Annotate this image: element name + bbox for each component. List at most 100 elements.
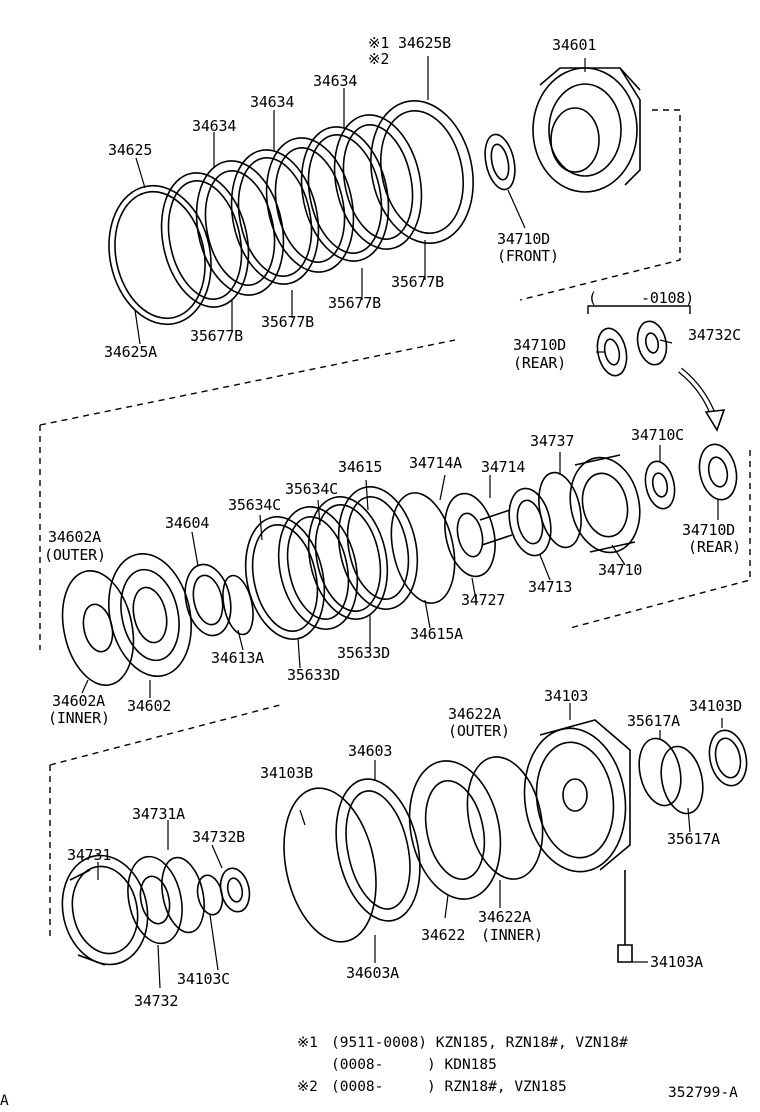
label-34732B: 34732B xyxy=(192,828,245,846)
snap-ring-34615A xyxy=(390,492,456,604)
bearing-34710D-rear-2 xyxy=(698,443,738,501)
bearing-34713 xyxy=(508,487,552,557)
label-34710D-front-sub: (FRONT) xyxy=(497,247,559,265)
label-34732: 34732 xyxy=(134,992,179,1010)
label-34622: 34622 xyxy=(421,926,466,944)
ring-34622A-outer xyxy=(466,756,544,880)
label-34710C: 34710C xyxy=(631,426,684,444)
label-34103A: 34103A xyxy=(650,953,703,971)
footnote-1-line-1: (9511-0008) KZN185, RZN18#, VZN18# xyxy=(331,1035,628,1051)
label-34634-b: 34634 xyxy=(250,93,295,111)
label-34613A: 34613A xyxy=(211,649,264,667)
label-34601: 34601 xyxy=(552,36,597,54)
label-34103C: 34103C xyxy=(177,970,230,988)
disc-3 xyxy=(333,114,423,250)
dashed-boundaries xyxy=(39,109,751,940)
label-35617A-b: 35617A xyxy=(667,830,720,848)
label-34710D-rear-2-sub: (REAR) xyxy=(688,538,741,556)
label-range-0108: ( -0108) xyxy=(588,289,694,307)
bearing-34710D-rear-1 xyxy=(596,327,628,377)
disc-35633D-2 xyxy=(337,486,419,610)
label-34615A: 34615A xyxy=(410,625,463,643)
label-35677B-d: 35677B xyxy=(190,327,243,345)
footnote-1-line-2: (0008- ) KDN185 xyxy=(331,1057,497,1073)
label-34602A-inner-sub: (INNER) xyxy=(48,709,110,727)
label-35677B-a: 35677B xyxy=(391,273,444,291)
label-34602A-outer: 34602A xyxy=(48,528,101,546)
disc-35633D-1 xyxy=(277,506,359,630)
piston-34622 xyxy=(408,760,502,900)
ring-35617A-1 xyxy=(638,737,682,807)
label-34103D: 34103D xyxy=(689,697,742,715)
middle-assembly-group xyxy=(61,443,738,686)
label-34622A-inner-sub: (INNER) xyxy=(481,926,543,944)
label-35633D-b: 35633D xyxy=(287,666,340,684)
label-35633D-a: 35633D xyxy=(337,644,390,662)
label-35634C-a: 35634C xyxy=(285,480,338,498)
footnote-2-mark: ※2 xyxy=(297,1079,318,1095)
diagram-id: 352799-A xyxy=(668,1085,738,1101)
label-35677B-b: 35677B xyxy=(328,294,381,312)
disc-1 xyxy=(195,160,285,296)
rear-bearing-set xyxy=(587,305,726,432)
label-34622A-inner: 34622A xyxy=(478,908,531,926)
label-34602A-outer-sub: (OUTER) xyxy=(44,546,106,564)
label-35634C-b: 35634C xyxy=(228,496,281,514)
label-34727: 34727 xyxy=(461,591,506,609)
plate-2 xyxy=(230,149,320,285)
drum-34731 xyxy=(61,854,149,966)
label-34602: 34602 xyxy=(127,697,172,715)
label-34714: 34714 xyxy=(481,458,526,476)
planetary-34732 xyxy=(127,855,183,945)
top-clutch-pack-group xyxy=(108,67,641,326)
label-34714A: 34714A xyxy=(409,454,462,472)
label-34625: 34625 xyxy=(108,141,153,159)
plate-3 xyxy=(300,126,390,262)
leader-lines xyxy=(81,56,723,989)
flange-34625B xyxy=(370,100,474,244)
label-34622A-outer: 34622A xyxy=(448,705,501,723)
label-35617A-a: 35617A xyxy=(627,712,680,730)
race-34710C xyxy=(644,460,676,510)
label-34710D-rear-1: 34710D xyxy=(513,336,566,354)
label-34634-a: 34634 xyxy=(313,72,358,90)
label-34103: 34103 xyxy=(544,687,589,705)
label-34731A: 34731A xyxy=(132,805,185,823)
bearing-34710D-front xyxy=(484,133,516,191)
label-34737: 34737 xyxy=(530,432,575,450)
label-34710D-rear-1-sub: (REAR) xyxy=(513,354,566,372)
label-note2-mark-34625B: ※2 xyxy=(368,50,390,68)
label-34713: 34713 xyxy=(528,578,573,596)
disc-2 xyxy=(265,137,355,273)
label-34603: 34603 xyxy=(348,742,393,760)
label-34622A-outer-sub: (OUTER) xyxy=(448,722,510,740)
footnote-1-mark: ※1 xyxy=(297,1035,318,1051)
footnote-2-line-1: (0008- ) RZN18#, VZN185 xyxy=(331,1079,567,1095)
brake-34603 xyxy=(335,778,421,922)
label-34732C: 34732C xyxy=(688,326,741,344)
label-34634-c: 34634 xyxy=(192,117,237,135)
bottom-assembly-group xyxy=(61,719,748,966)
snap-ring-34613A xyxy=(222,574,254,636)
housing-34602 xyxy=(108,552,192,678)
plate-35634C-1 xyxy=(244,516,326,640)
label-34710D-rear-2: 34710D xyxy=(682,521,735,539)
ring-34103D xyxy=(708,729,748,787)
ring-35617A-2 xyxy=(660,745,704,815)
label-34710D-front: 34710D xyxy=(497,230,550,248)
plate-1 xyxy=(160,172,250,308)
washer-34602A xyxy=(61,570,135,686)
washer-34727 xyxy=(444,492,496,578)
race-34732C xyxy=(636,320,668,366)
label-35677B-c: 35677B xyxy=(261,313,314,331)
label-34625B: ※1 34625B xyxy=(368,34,452,52)
plate-35634C-2 xyxy=(307,496,389,620)
label-34710: 34710 xyxy=(598,561,643,579)
cage-34737 xyxy=(538,471,582,549)
ring-34731A xyxy=(161,856,205,934)
label-34615: 34615 xyxy=(338,458,383,476)
corner-mark: A xyxy=(0,1093,9,1109)
label-34604: 34604 xyxy=(165,514,210,532)
